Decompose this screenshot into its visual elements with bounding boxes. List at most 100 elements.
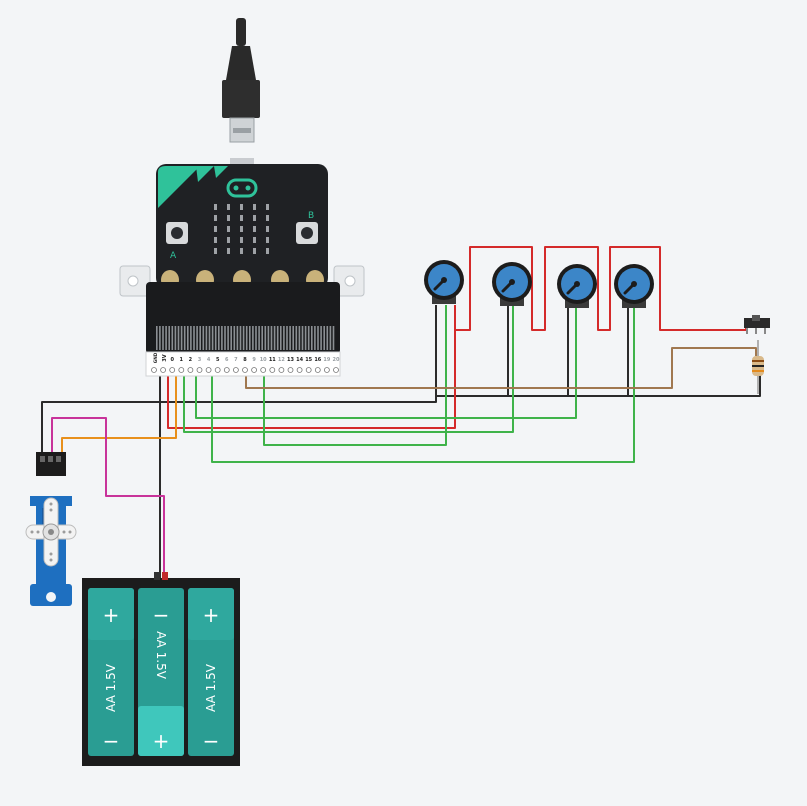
pin-holes — [151, 367, 339, 373]
wire-pot1-wiper[interactable] — [263, 305, 447, 446]
potentiometer-icon[interactable] — [614, 264, 654, 308]
pin-hole[interactable] — [232, 367, 239, 373]
pin-hole[interactable] — [269, 367, 276, 373]
wires — [41, 246, 761, 578]
pin-hole[interactable] — [333, 367, 339, 373]
led — [266, 204, 269, 210]
led — [227, 237, 230, 243]
pin-label: 3V — [162, 354, 168, 361]
pin-label: 11 — [269, 357, 276, 363]
wire-ground-bus[interactable] — [41, 305, 761, 455]
pin-hole[interactable] — [178, 367, 185, 373]
pin-label: 15 — [305, 357, 312, 363]
pin-hole[interactable] — [151, 367, 157, 373]
cell-label: AA 1.5V — [154, 631, 168, 680]
led — [253, 204, 256, 210]
led — [214, 215, 217, 221]
battery-cell: + − AA 1.5V — [188, 588, 234, 756]
led — [266, 237, 269, 243]
wire-servo-signal[interactable] — [61, 372, 177, 455]
led — [227, 204, 230, 210]
potentiometer-icon[interactable] — [424, 260, 464, 304]
button-a-label: A — [170, 251, 177, 261]
pin-hole[interactable] — [205, 367, 212, 373]
pin-label: 9 — [252, 357, 256, 363]
led — [253, 226, 256, 232]
wire-servo-power[interactable] — [51, 417, 165, 578]
pin-label: 8 — [243, 357, 247, 363]
led — [240, 204, 243, 210]
pin-hole[interactable] — [160, 367, 167, 373]
pin-label: 3 — [198, 357, 202, 363]
potentiometers — [424, 260, 654, 308]
pin-hole[interactable] — [296, 367, 303, 373]
led — [227, 215, 230, 221]
wire-pot2-wiper[interactable] — [183, 305, 514, 433]
pin-hole[interactable] — [223, 367, 230, 373]
wire-pot3-wiper[interactable] — [195, 305, 577, 419]
pin-label: 5 — [216, 357, 220, 363]
wire-switch-signal[interactable] — [245, 347, 757, 389]
pin-label: 1 — [180, 357, 184, 363]
pin-label: 4 — [207, 357, 211, 363]
cell-top-symbol: − — [153, 603, 170, 627]
cell-top-symbol: + — [103, 603, 120, 627]
led — [240, 215, 243, 221]
pin-hole[interactable] — [314, 367, 321, 373]
led-matrix — [214, 204, 269, 254]
cell-bottom-symbol: + — [153, 729, 170, 753]
pin-hole[interactable] — [323, 367, 330, 373]
cell-label: AA 1.5V — [104, 663, 118, 712]
usb-cable-icon — [222, 18, 260, 143]
pin-label: 20 — [333, 357, 340, 363]
battery-cell: − + AA 1.5V — [138, 588, 184, 756]
pin-hole[interactable] — [287, 367, 294, 373]
led — [253, 215, 256, 221]
pin-label: 16 — [314, 357, 321, 363]
led — [214, 248, 217, 254]
pin-hole[interactable] — [214, 367, 221, 373]
battery-cell: + − AA 1.5V — [88, 588, 134, 756]
button-a[interactable]: A — [166, 222, 188, 261]
button-b[interactable]: B — [296, 211, 318, 244]
led — [240, 237, 243, 243]
button-b-label: B — [308, 211, 314, 221]
cell-bottom-symbol: − — [203, 729, 220, 753]
led — [240, 248, 243, 254]
pin-hole[interactable] — [251, 367, 258, 373]
battery-pack[interactable]: + − AA 1.5V − + AA 1.5V + − AA 1.5V — [82, 572, 240, 766]
cell-bottom-symbol: − — [103, 729, 120, 753]
battery-cells: + − AA 1.5V − + AA 1.5V + − AA 1.5V — [88, 588, 234, 756]
wire-power-chain[interactable] — [167, 246, 747, 429]
pin-label: GND — [153, 352, 158, 363]
pin-label: 7 — [234, 357, 238, 363]
led — [266, 226, 269, 232]
pin-hole[interactable] — [278, 367, 285, 373]
pin-hole[interactable] — [169, 367, 176, 373]
pin-label: 19 — [323, 357, 330, 363]
led — [227, 226, 230, 232]
led — [214, 204, 217, 210]
pin-hole[interactable] — [260, 367, 267, 373]
edge-connector — [156, 326, 335, 350]
pin-label: 10 — [260, 357, 267, 363]
pin-hole[interactable] — [187, 367, 194, 373]
pin-hole[interactable] — [242, 367, 248, 373]
slide-switch-icon[interactable] — [744, 315, 770, 334]
pin-hole[interactable] — [305, 367, 312, 373]
potentiometer-icon[interactable] — [557, 264, 597, 308]
led — [240, 226, 243, 232]
servo-icon[interactable] — [25, 452, 77, 606]
wire-pot4-wiper[interactable] — [211, 305, 635, 463]
potentiometer-icon[interactable] — [492, 262, 532, 306]
resistor-icon[interactable] — [752, 340, 764, 394]
cell-label: AA 1.5V — [204, 663, 218, 712]
pin-hole[interactable] — [196, 367, 203, 373]
cell-top-symbol: + — [203, 603, 220, 627]
led — [266, 248, 269, 254]
pin-label: 2 — [189, 357, 193, 363]
led — [214, 237, 217, 243]
